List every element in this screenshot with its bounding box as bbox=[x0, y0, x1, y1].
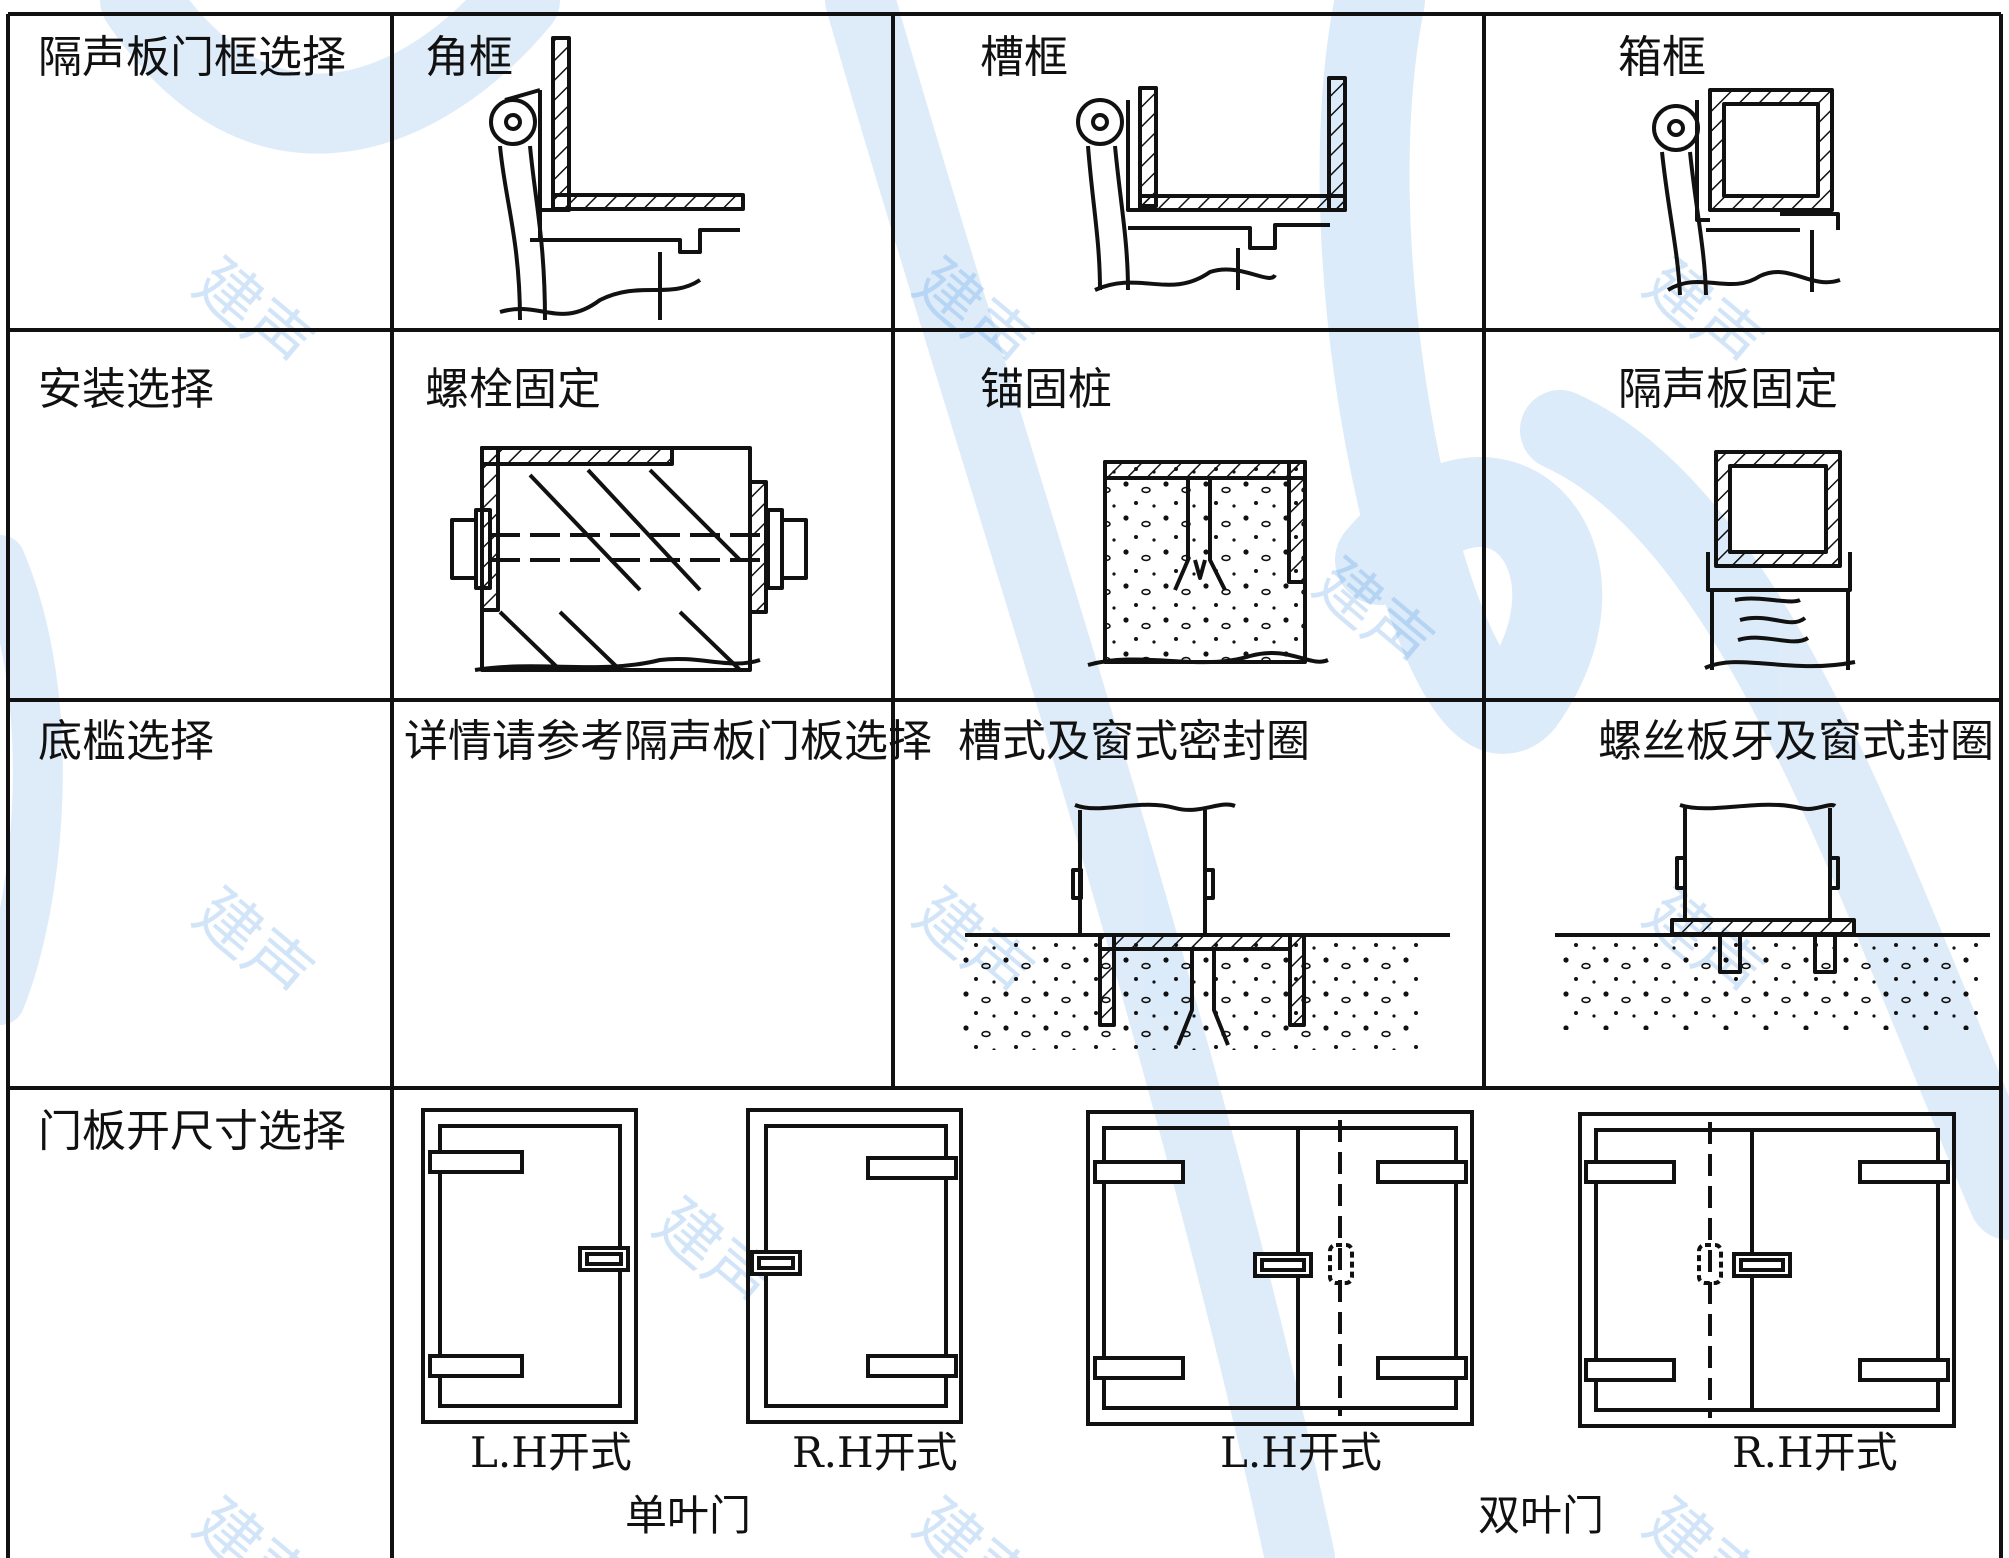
watermark-swoosh-5 bbox=[0, 535, 63, 1025]
double-leaf-right-door bbox=[1578, 1112, 1956, 1428]
channel-window-seal-drawing bbox=[960, 802, 1450, 1050]
row-label-installation: 安装选择 bbox=[38, 364, 214, 415]
panel-fixing-drawing bbox=[1704, 450, 1856, 670]
watermark-swoosh-1 bbox=[100, 0, 560, 154]
caption-double-right: R.H开式 bbox=[1732, 1428, 1898, 1477]
watermark-swoosh-3 bbox=[1319, 0, 1603, 754]
caption-single-left: L.H开式 bbox=[470, 1428, 632, 1477]
cell-anchor-pile: 锚固桩 bbox=[980, 364, 1112, 415]
cell-bolt-fixing: 螺栓固定 bbox=[425, 364, 601, 415]
label-single-leaf-door: 单叶门 bbox=[625, 1491, 752, 1540]
double-leaf-left-door bbox=[1086, 1110, 1474, 1426]
anchor-pile-drawing bbox=[1087, 460, 1329, 667]
cell-screw-threading-seal: 螺丝板牙及窗式封圈 bbox=[1598, 716, 1994, 767]
label-double-leaf-door: 双叶门 bbox=[1478, 1491, 1605, 1540]
channel-frame-drawing bbox=[1076, 76, 1347, 292]
angle-frame-drawing bbox=[489, 36, 745, 321]
box-frame-drawing bbox=[1652, 88, 1841, 296]
cell-angle-frame: 角框 bbox=[425, 32, 513, 83]
screw-threading-seal-drawing bbox=[1555, 802, 1990, 1030]
row-label-sill: 底槛选择 bbox=[38, 716, 214, 767]
cell-sill-refer: 详情请参考隔声板门板选择 bbox=[404, 716, 932, 767]
row-label-frame: 隔声板门框选择 bbox=[38, 32, 346, 83]
bolt-fixing-drawing bbox=[450, 446, 808, 672]
watermark-swoosh-2 bbox=[825, 0, 1335, 1558]
cell-channel-window-seal: 槽式及窗式密封圈 bbox=[958, 716, 1310, 767]
cell-channel-frame: 槽框 bbox=[980, 32, 1068, 83]
row-label-door-size: 门板开尺寸选择 bbox=[38, 1106, 346, 1157]
watermark-swoosh-4 bbox=[1520, 390, 2009, 1240]
table-grid bbox=[6, 12, 2003, 1558]
single-leaf-right-door bbox=[746, 1108, 963, 1424]
cell-panel-fixing: 隔声板固定 bbox=[1618, 364, 1838, 415]
single-leaf-left-door bbox=[421, 1108, 638, 1424]
cell-box-frame: 箱框 bbox=[1618, 32, 1706, 83]
caption-double-left: L.H开式 bbox=[1220, 1428, 1382, 1477]
caption-single-right: R.H开式 bbox=[792, 1428, 958, 1477]
